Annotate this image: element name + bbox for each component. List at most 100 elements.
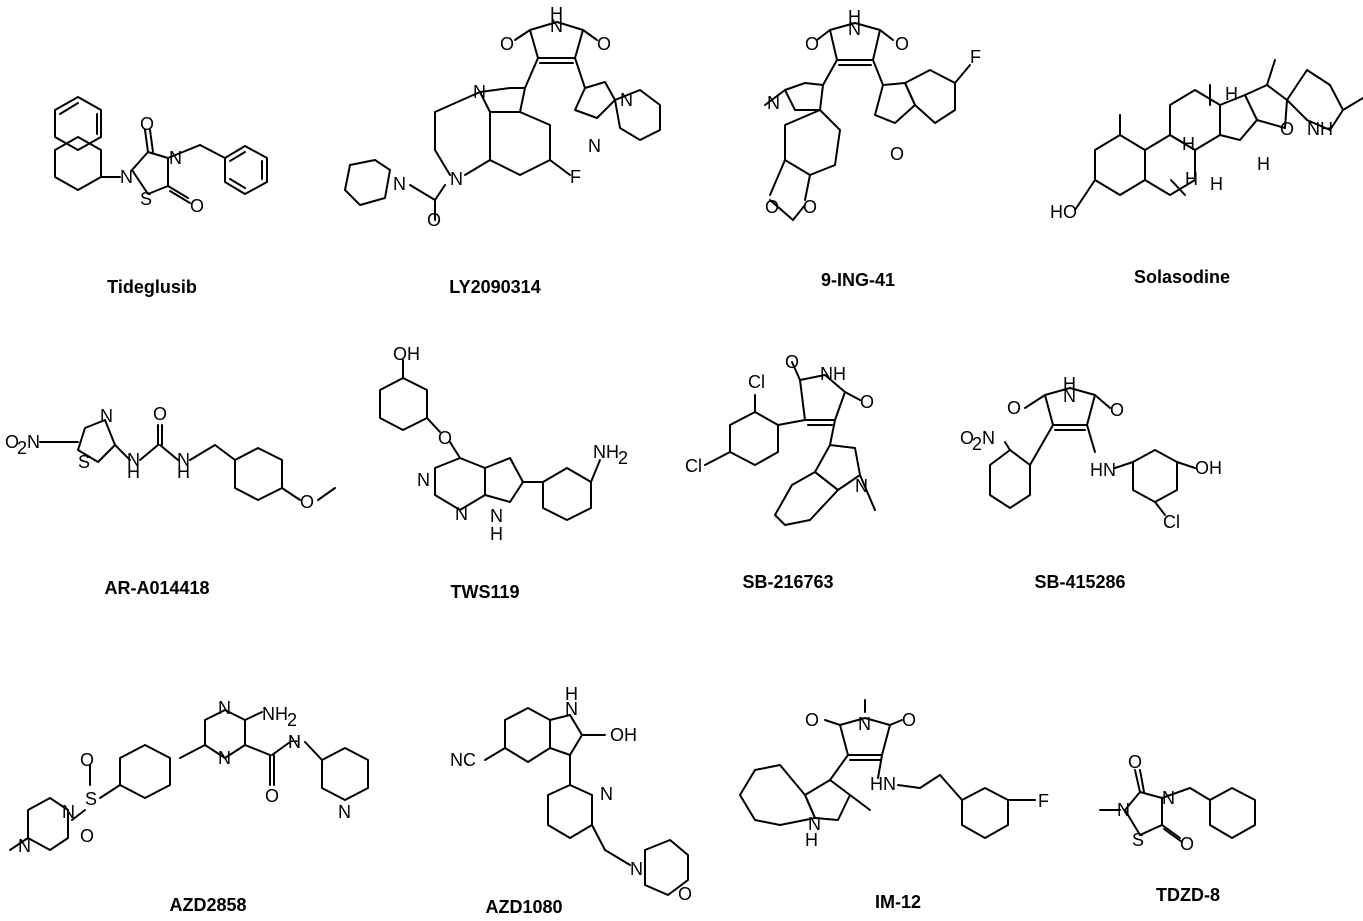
atom-label: H bbox=[550, 4, 563, 24]
atom-label: H bbox=[848, 7, 861, 27]
structure-tdzd-8: O N N S O bbox=[1099, 752, 1256, 854]
atom-label: N bbox=[490, 506, 503, 526]
atom-label: H bbox=[1182, 134, 1195, 154]
atom-label: N bbox=[588, 136, 601, 156]
atom-label: OH bbox=[610, 725, 637, 745]
compound-tws119: OH O N N N H NH 2 bbox=[365, 340, 645, 550]
atom-label: F bbox=[570, 167, 581, 187]
compound-ly2090314: H N O O N N N F N N O bbox=[335, 0, 675, 240]
structure-sb-415286: H N O O O 2 N HN OH Cl bbox=[960, 374, 1222, 532]
atom-label: N bbox=[177, 450, 190, 470]
atom-label: N bbox=[218, 698, 231, 718]
compound-9-ing-41: H N O O N O F O O bbox=[745, 5, 1005, 235]
compound-tideglusib: N O N S O bbox=[40, 90, 300, 230]
atom-label: O bbox=[805, 710, 819, 730]
atom-label: H bbox=[127, 462, 140, 482]
atom-label: O bbox=[597, 34, 611, 54]
structure-tws119: OH O N N N H NH 2 bbox=[379, 344, 628, 544]
atom-label: O bbox=[500, 34, 514, 54]
atom-label: O bbox=[1110, 400, 1124, 420]
atom-label: N bbox=[120, 167, 133, 187]
atom-label: N bbox=[808, 814, 821, 834]
atom-label: N bbox=[858, 714, 871, 734]
atom-label: O bbox=[1280, 119, 1294, 139]
atom-label: N bbox=[1063, 386, 1076, 406]
atom-label: N bbox=[393, 174, 406, 194]
atom-label: N bbox=[100, 406, 113, 426]
structure-azd2858: N N NH 2 H N O N S O O N N bbox=[9, 698, 369, 856]
atom-label: N bbox=[27, 432, 40, 452]
structure-azd1080: H N OH NC N N O bbox=[450, 684, 692, 904]
atom-label: N bbox=[450, 169, 463, 189]
compound-name: AR-A014418 bbox=[104, 578, 210, 598]
atom-label: O bbox=[803, 197, 817, 217]
atom-label: F bbox=[1038, 791, 1049, 811]
compound-name: SB-216763 bbox=[742, 572, 834, 592]
atom-label: HN bbox=[870, 774, 896, 794]
compound-ar-a014418: O 2 N N S H N O H N O bbox=[0, 400, 340, 512]
atom-label: N bbox=[982, 428, 995, 448]
compound-im-12: N O O HN N H F bbox=[730, 690, 1060, 870]
atom-label: O bbox=[765, 197, 779, 217]
atom-label: N bbox=[565, 699, 578, 719]
atom-label: N bbox=[127, 450, 140, 470]
atom-label: N bbox=[288, 732, 301, 752]
atom-label: OH bbox=[1195, 458, 1222, 478]
atom-label: NH bbox=[820, 364, 846, 384]
structure-sb-216763: Cl O NH O Cl N bbox=[685, 352, 876, 526]
atom-label: Cl bbox=[748, 372, 765, 392]
atom-label: Cl bbox=[1163, 512, 1180, 532]
atom-label: N bbox=[1117, 800, 1130, 820]
atom-label: S bbox=[78, 452, 90, 472]
compound-name: AZD2858 bbox=[169, 895, 247, 915]
structure-ly2090314: H N O O N N N F N N O bbox=[344, 4, 661, 230]
atom-label: O bbox=[860, 392, 874, 412]
compound-azd2858: N N NH 2 H N O N S O O N N bbox=[0, 690, 400, 880]
structure-solasodine: HO O NH H H H H H bbox=[1050, 59, 1363, 222]
compound-name: AZD1080 bbox=[485, 897, 563, 917]
atom-label: N bbox=[18, 836, 31, 856]
atom-label: O bbox=[190, 196, 204, 216]
atom-label: O bbox=[140, 114, 154, 134]
atom-label: N bbox=[455, 504, 468, 524]
compound-tdzd-8: O N N S O bbox=[1090, 750, 1290, 870]
atom-label: NH bbox=[593, 442, 619, 462]
compound-name: IM-12 bbox=[874, 892, 921, 912]
compound-name: Tideglusib bbox=[107, 277, 197, 297]
atom-label: S bbox=[1132, 830, 1144, 850]
atom-label: N bbox=[417, 470, 430, 490]
compound-sb-216763: Cl O NH O Cl N bbox=[680, 352, 900, 530]
atom-label: O bbox=[80, 826, 94, 846]
atom-label: N bbox=[62, 802, 75, 822]
atom-label: O bbox=[265, 786, 279, 806]
atom-label: O bbox=[427, 210, 441, 230]
atom-label: HN bbox=[1090, 460, 1116, 480]
atom-label: N bbox=[1162, 788, 1175, 808]
atom-label: H bbox=[1185, 169, 1198, 189]
atom-label: O bbox=[890, 144, 904, 164]
atom-label: N bbox=[473, 82, 486, 102]
atom-label: O bbox=[80, 750, 94, 770]
atom-label: O bbox=[300, 492, 314, 512]
atom-label: Cl bbox=[685, 456, 702, 476]
atom-label: O bbox=[438, 428, 452, 448]
atom-label: O bbox=[785, 352, 799, 372]
structure-im-12: N O O HN N H F bbox=[739, 699, 1049, 850]
atom-label: N bbox=[620, 90, 633, 110]
compound-sb-415286: H N O O O 2 N HN OH Cl bbox=[955, 370, 1235, 532]
structure-9-ing-41: H N O O N O F O O bbox=[764, 7, 981, 221]
atom-label: N bbox=[848, 19, 861, 39]
atom-label: O bbox=[1128, 752, 1142, 772]
atom-label: F bbox=[970, 47, 981, 67]
atom-label: H bbox=[805, 830, 818, 850]
atom-label: NH bbox=[1307, 119, 1333, 139]
atom-label: N bbox=[550, 16, 563, 36]
compound-azd1080: H N OH NC N N O bbox=[440, 684, 700, 904]
atom-label: N bbox=[855, 476, 868, 496]
atom-label: O bbox=[1007, 398, 1021, 418]
atom-label: HO bbox=[1050, 202, 1077, 222]
atom-label: H bbox=[288, 732, 301, 752]
atom-label: H bbox=[1063, 374, 1076, 394]
atom-label: 2 bbox=[287, 710, 297, 730]
